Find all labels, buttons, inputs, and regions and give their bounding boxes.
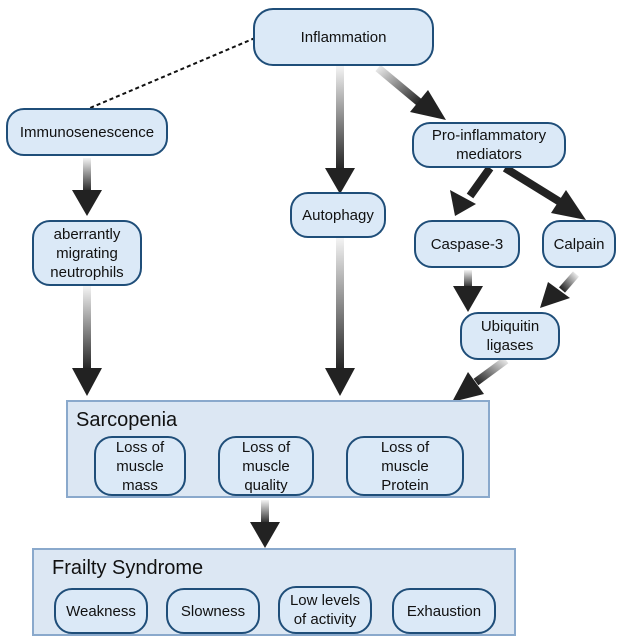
sarcopenia-item-quality-label: Loss of muscle quality: [241, 438, 291, 494]
arrow-proinflammatory-calpain: [502, 164, 586, 220]
frailty-title: Frailty Syndrome: [52, 557, 204, 579]
dashed-link-inflammation-immunosenescence: [89, 37, 256, 109]
arrow-immunosenescence-neutrophils: [72, 158, 102, 216]
sarcopenia-item-protein: Loss of muscle Protein: [346, 436, 464, 496]
arrow-inflammation-proinflammatory: [375, 64, 446, 120]
node-ubiquitin-label: Ubiquitin ligases: [480, 318, 540, 354]
frailty-item-weakness: Weakness: [54, 588, 148, 634]
node-autophagy-label: Autophagy: [302, 206, 374, 224]
arrow-calpain-ubiquitin: [540, 271, 580, 308]
arrow-inflammation-autophagy: [325, 66, 355, 194]
sarcopenia-title: Sarcopenia: [76, 409, 178, 431]
frailty-item-slowness-label: Slowness: [180, 602, 246, 620]
node-immunosenescence-label: Immunosenescence: [19, 123, 155, 141]
arrow-proinflammatory-caspase: [450, 165, 494, 216]
arrow-caspase-ubiquitin: [453, 270, 483, 312]
arrow-ubiquitin-sarcopenia: [452, 356, 509, 402]
sarcopenia-item-mass: Loss of muscle mass: [94, 436, 186, 496]
frailty-item-low-activity: Low levels of activity: [278, 586, 372, 634]
node-autophagy: Autophagy: [290, 192, 386, 238]
frailty-item-exhaustion: Exhaustion: [392, 588, 496, 634]
node-immunosenescence: Immunosenescence: [6, 108, 168, 156]
frailty-item-exhaustion-label: Exhaustion: [406, 602, 482, 620]
node-ubiquitin-ligases: Ubiquitin ligases: [460, 312, 560, 360]
arrow-sarcopenia-frailty: [250, 500, 280, 548]
frailty-item-slowness: Slowness: [166, 588, 260, 634]
node-inflammation-label: Inflammation: [300, 28, 387, 46]
node-calpain-label: Calpain: [553, 235, 605, 253]
node-pro-inflammatory-label: Pro-inflammatory mediators: [431, 127, 547, 163]
arrow-neutrophils-sarcopenia: [72, 286, 102, 396]
node-calpain: Calpain: [542, 220, 616, 268]
node-caspase-3: Caspase-3: [414, 220, 520, 268]
sarcopenia-item-mass-label: Loss of muscle mass: [115, 438, 165, 494]
frailty-item-weakness-label: Weakness: [66, 602, 136, 620]
frailty-item-low-activity-label: Low levels of activity: [289, 592, 361, 628]
sarcopenia-item-protein-label: Loss of muscle Protein: [380, 438, 430, 494]
node-pro-inflammatory-mediators: Pro-inflammatory mediators: [412, 122, 566, 168]
node-aberrantly-migrating-neutrophils: aberrantly migrating neutrophils: [32, 220, 142, 286]
node-inflammation: Inflammation: [253, 8, 434, 66]
sarcopenia-item-quality: Loss of muscle quality: [218, 436, 314, 496]
node-neutrophils-label: aberrantly migrating neutrophils: [50, 225, 124, 281]
arrow-autophagy-sarcopenia: [325, 238, 355, 396]
node-caspase-label: Caspase-3: [430, 235, 504, 253]
